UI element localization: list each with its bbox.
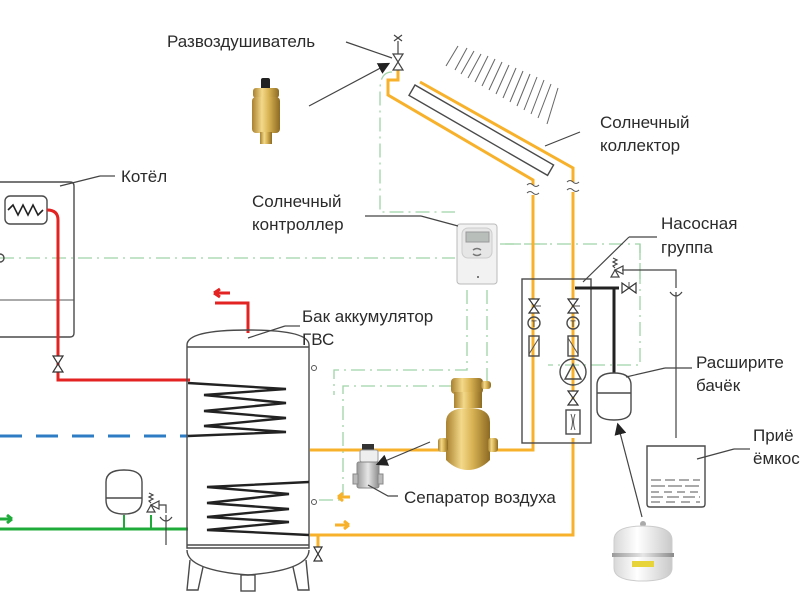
air-separator-photo-arrow [375, 441, 431, 466]
receiver-vessel [646, 445, 706, 508]
expansion-tank-label-line1: Расширите [696, 353, 784, 372]
mains-arrow-icon [0, 513, 13, 525]
receiver-leader [696, 448, 735, 460]
collector-leader [544, 131, 581, 147]
air-vent-photo-arrow [308, 62, 391, 107]
tank-label-line1: Бак аккумулятор [302, 307, 433, 326]
tank-label-line2: ГВС [302, 330, 334, 349]
pump-group-label-line2: группа [661, 238, 713, 257]
solar-collector [408, 45, 559, 177]
air-vent-symbol [391, 34, 405, 71]
air-vent-leader [345, 41, 393, 59]
svg-text:T: T [570, 319, 576, 329]
air-separator-photo [438, 378, 498, 470]
water-level-icon [651, 479, 700, 503]
flow-arrow-left-icon [337, 491, 350, 503]
svg-text:T: T [531, 319, 537, 329]
air-vent-photo [252, 78, 280, 144]
boiler-circuit-pipes [46, 208, 250, 382]
expansion-tank-symbol [596, 372, 632, 421]
air-separator-symbol [352, 444, 384, 489]
collector-label-line1: Солнечный [600, 113, 690, 132]
pump-group: T T [521, 257, 683, 444]
boiler-label: Котёл [121, 167, 167, 186]
tank-leader [247, 325, 286, 339]
air-separator-leader [367, 484, 398, 497]
boiler-valve-icon [51, 355, 65, 373]
controller-label-line1: Солнечный [252, 192, 342, 211]
boiler-leader [59, 175, 101, 187]
expansion-tank-photo [612, 521, 674, 582]
storage-tank [186, 329, 324, 592]
receiver-label-line2: ёмкос [753, 449, 800, 468]
flow-meter-icon [565, 409, 581, 435]
expansion-tank-photo-arrow [614, 422, 643, 518]
air-vent-label: Развоздушиватель [167, 32, 315, 51]
air-separator-label: Сепаратор воздуха [404, 488, 556, 507]
solar-circuit-pipes [310, 70, 580, 548]
expansion-tank-leader [625, 367, 666, 378]
pump-group-label-line1: Насосная [661, 214, 737, 233]
sun-rays-icon [445, 45, 559, 125]
flow-arrow-right-icon [335, 519, 350, 531]
control-signal-lines [0, 71, 641, 501]
hot-water-out-arrow-icon [213, 287, 230, 299]
expansion-tank-label-line2: бачёк [696, 376, 741, 395]
receiver-label-line1: Приё [753, 426, 794, 445]
drain-valve-icon [312, 546, 324, 562]
boiler [0, 181, 75, 338]
mains-water-line [0, 469, 188, 545]
pump-icon [559, 358, 587, 386]
collector-panel [408, 84, 555, 177]
solar-controller [456, 223, 498, 285]
pump-group-leader [582, 236, 630, 283]
collector-label-line2: коллектор [600, 136, 680, 155]
controller-label-line2: контроллер [252, 215, 344, 234]
